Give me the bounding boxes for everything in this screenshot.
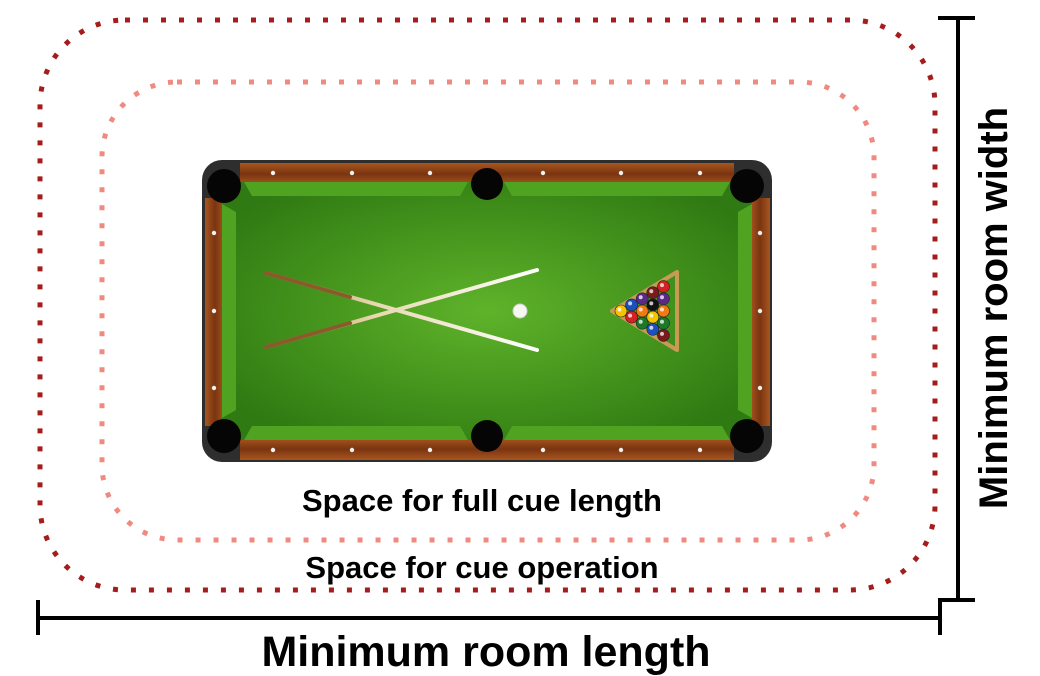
rail-diamonds [211,170,763,453]
rack-ball-highlight [649,313,654,318]
rack-ball-highlight [649,301,654,306]
rack-ball-highlight [638,319,643,324]
rack-ball-highlight [638,295,643,300]
outer-zone-label: Space for cue operation [305,550,658,585]
rack-ball-highlight [660,319,664,324]
rack-ball [657,292,670,306]
rack-ball [635,304,649,318]
room-length-dimension [36,600,942,635]
racked-balls [614,280,670,342]
rack-ball [657,304,670,318]
rack-ball [657,316,670,330]
rack-ball-highlight [660,307,664,312]
rack-ball [625,310,638,324]
pocket-bottom-left [207,419,241,453]
pocket-top-left [207,169,241,203]
cushion-top-left [244,182,468,196]
cue-ball [512,303,528,319]
cushion-left [222,204,236,418]
pocket-bottom-middle [471,420,503,452]
ball-rack [610,270,679,352]
rack-ball-highlight [660,283,664,288]
full-cue-length-boundary [99,79,877,543]
rack-ball-highlight [628,301,633,306]
rack-ball [635,316,649,330]
inner-zone-label: Space for full cue length [302,483,662,518]
rack-ball [646,298,660,312]
rack-ball [657,280,670,293]
rack-ball [646,310,660,324]
rack-ball-highlight [649,325,654,330]
room-length-label: Minimum room length [261,628,710,676]
rack-ball-highlight [628,313,633,318]
cushion-right [738,204,752,418]
room-width-label: Minimum room width [972,107,1016,509]
rack-ball [646,286,660,300]
room-width-dimension [938,16,975,602]
rack-ball-highlight [660,331,664,336]
rack-ball-highlight [660,295,664,300]
cue-sticks [264,268,539,352]
rack-ball [635,292,649,306]
pool-table [202,160,772,462]
rack-ball [657,329,670,342]
cue-operation-boundary [37,17,938,593]
rack-ball [614,304,628,318]
rack-ball-highlight [638,307,643,312]
cushion-bottom-left [244,426,468,440]
rack-ball [625,298,638,312]
pocket-top-middle [471,168,503,200]
pocket-bottom-right [730,419,764,453]
cushion-bottom-right [504,426,730,440]
table-felt [222,182,752,440]
rack-ball-highlight [649,289,654,294]
rack-ball [646,322,660,336]
pocket-top-right [730,169,764,203]
cushion-top-right [504,182,730,196]
rack-ball-highlight [617,307,622,312]
